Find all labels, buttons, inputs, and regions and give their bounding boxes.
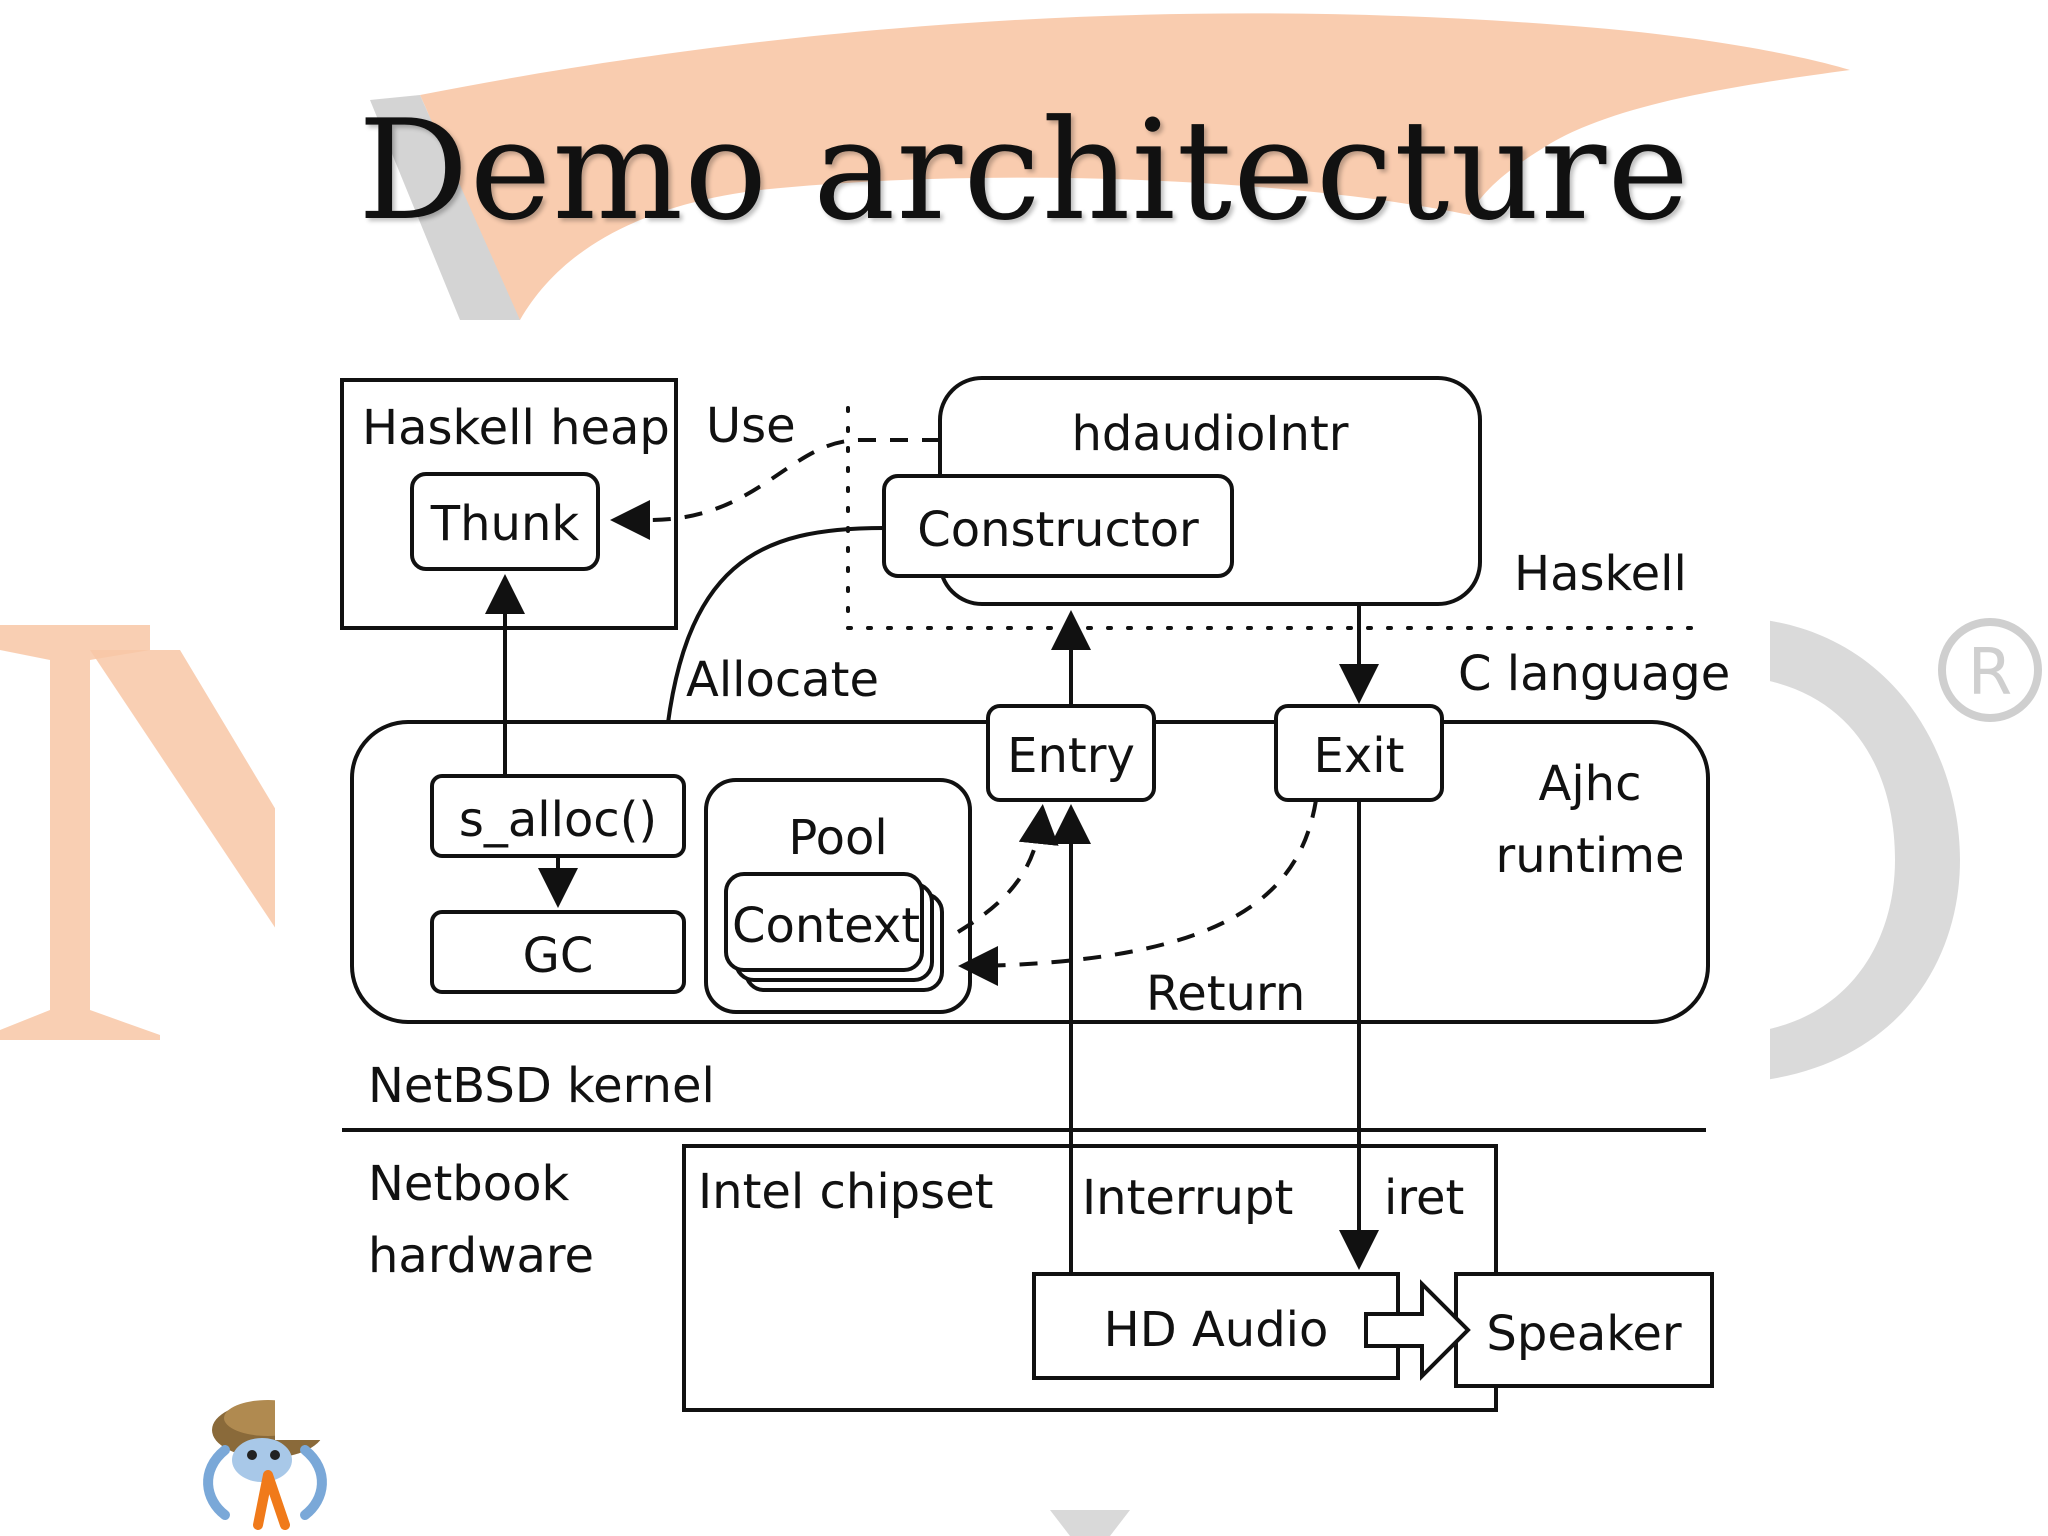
orange-letter-diagonal — [90, 650, 330, 1010]
ajhc-label-line1: Ajhc — [1539, 756, 1642, 812]
intel-chipset-label: Intel chipset — [698, 1164, 994, 1220]
thunk-box — [410, 472, 600, 571]
context-box — [724, 872, 924, 972]
use-label: Use — [706, 398, 796, 454]
return-arrow — [958, 799, 1318, 986]
haskell-label: Haskell — [1514, 546, 1687, 602]
netbook-label-line2: hardware — [368, 1228, 594, 1284]
constructor-label: Constructor — [917, 502, 1199, 558]
ajhc-label-line2: runtime — [1495, 828, 1684, 884]
speaker-label: Speaker — [1486, 1306, 1682, 1362]
hd-audio-box — [1032, 1272, 1400, 1380]
hd-audio-label: HD Audio — [1104, 1302, 1329, 1358]
pool-label: Pool — [788, 810, 887, 866]
svg-text:R: R — [1968, 636, 2012, 710]
slide-title: Demo architecture — [357, 90, 1691, 251]
interrupt-label: Interrupt — [1082, 1170, 1293, 1226]
netbsd-kernel-label: NetBSD kernel — [368, 1058, 715, 1114]
haskell-heap-label: Haskell heap — [362, 400, 670, 456]
hdaudiointr-label: hdaudioIntr — [1071, 406, 1348, 462]
s-alloc-label: s_alloc() — [459, 792, 657, 848]
gray-letter-shape — [1765, 620, 1960, 1080]
return-label: Return — [1146, 966, 1305, 1022]
gray-bottom-shape — [1050, 1510, 1130, 1536]
context-label: Context — [732, 898, 920, 954]
c-language-label: C language — [1458, 646, 1730, 702]
iret-label: iret — [1384, 1170, 1464, 1226]
allocate-label: Allocate — [686, 652, 879, 708]
context-to-entry-arrow — [956, 804, 1059, 934]
orange-swoosh-shape — [420, 13, 1850, 320]
gc-label: GC — [523, 928, 594, 984]
entry-label: Entry — [1007, 728, 1135, 784]
orange-letter-shape — [0, 625, 160, 1040]
use-arrow — [610, 438, 940, 540]
gc-box — [430, 910, 686, 994]
registered-mark-icon: R — [1938, 618, 2042, 722]
speaker-box — [1454, 1272, 1714, 1388]
gray-stroke-shape — [370, 95, 520, 320]
netbook-label-line1: Netbook — [368, 1156, 569, 1212]
hd-audio-to-speaker-arrow — [1364, 1279, 1471, 1381]
allocate-arrow — [646, 526, 885, 768]
thunk-label: Thunk — [430, 496, 580, 552]
exit-label: Exit — [1314, 728, 1405, 784]
